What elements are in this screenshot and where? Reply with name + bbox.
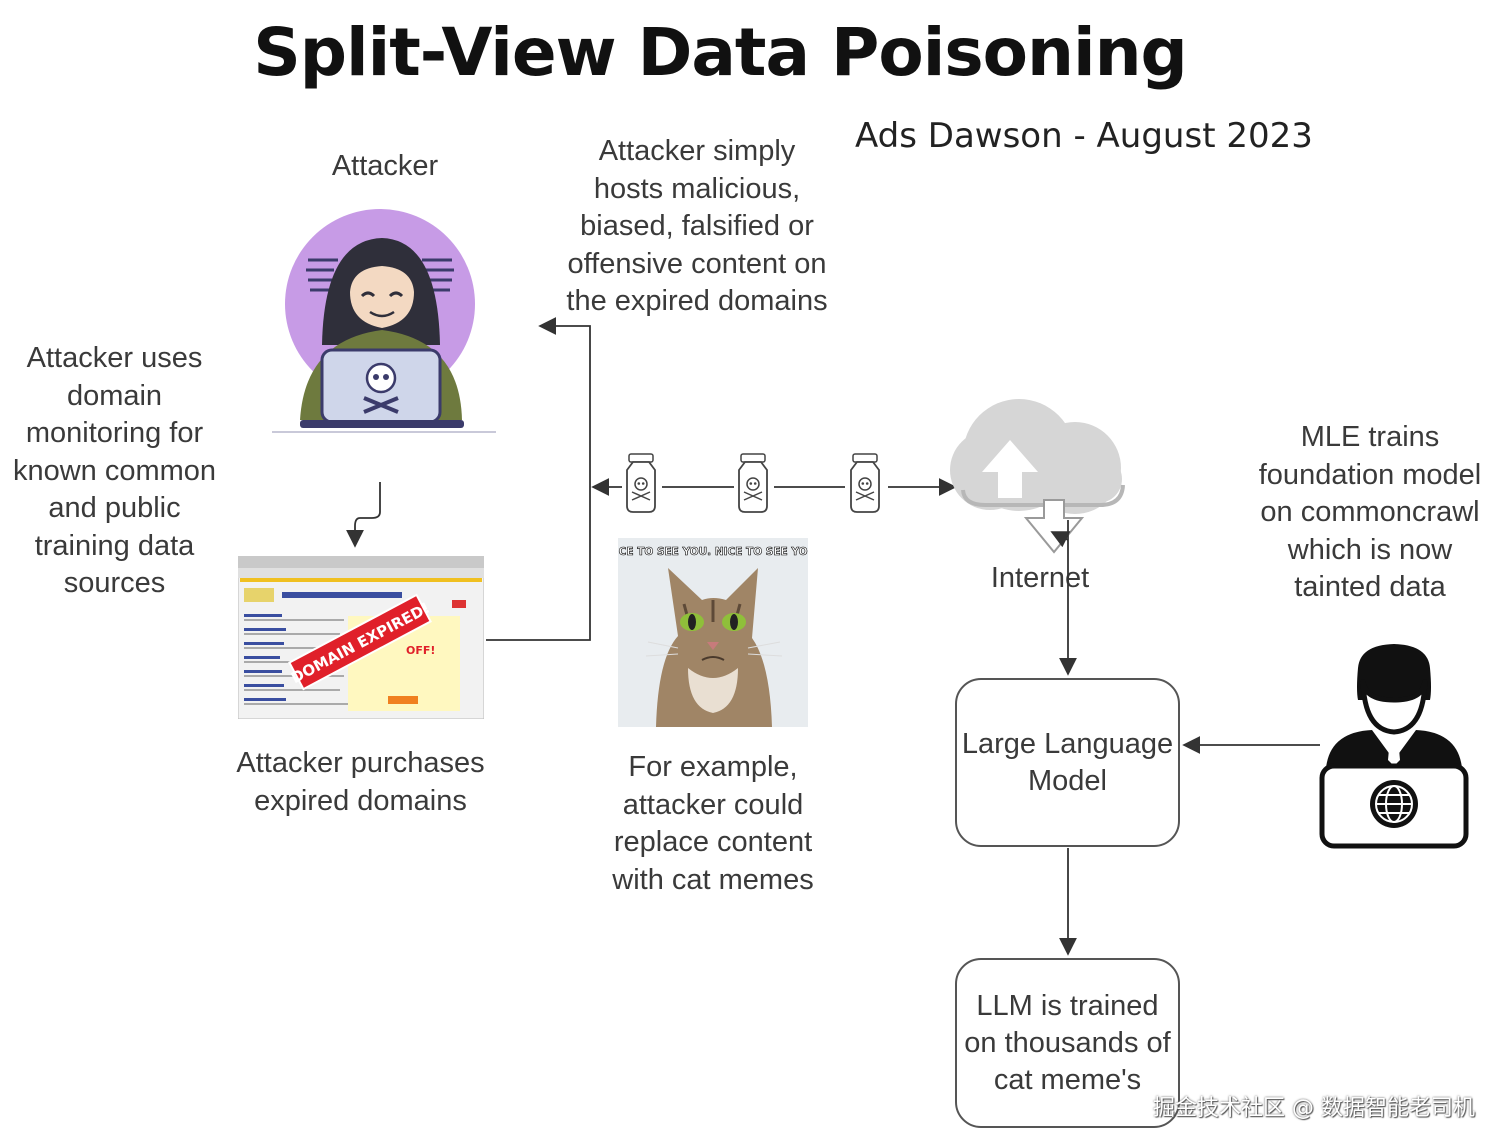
hosts-content-label: Attacker simply hosts malicious, biased,… bbox=[566, 135, 828, 317]
arrow-monitor-to-purchase bbox=[346, 482, 381, 548]
mle-trains-label: MLE trains foundation model on commoncra… bbox=[1258, 421, 1482, 603]
cat-memes-example-label: For example, attacker could replace cont… bbox=[612, 751, 814, 896]
llm-box: Large Language Model bbox=[955, 678, 1180, 847]
poison-bottle-icon bbox=[626, 453, 656, 513]
attacker-label: Attacker bbox=[331, 150, 439, 182]
poison-bottle-icon bbox=[738, 453, 768, 513]
cloud-icon bbox=[950, 399, 1125, 554]
diagram-subtitle: Ads Dawson - August 2023 bbox=[855, 116, 1313, 156]
svg-text:OFF!: OFF! bbox=[406, 644, 435, 657]
watermark: 掘金技术社区 @ 数据智能老司机 bbox=[1153, 1096, 1475, 1121]
arrow-purchase-to-host bbox=[486, 317, 591, 641]
llm-trained-box-text: LLM is trained on thousands of cat meme'… bbox=[964, 989, 1171, 1096]
hacker-icon bbox=[272, 209, 496, 433]
expired-domain-screenshot: OFF! DOMAIN EXPIRED! bbox=[238, 556, 484, 719]
diagram-title: Split-View Data Poisoning bbox=[253, 14, 1188, 91]
internet-label: Internet bbox=[990, 562, 1090, 594]
llm-box-text: Large Language Model bbox=[961, 727, 1174, 797]
cat-meme-image: NICE TO SEE YOU. NICE TO SEE YOU. bbox=[618, 538, 808, 727]
poison-bottle-icon bbox=[850, 453, 880, 513]
llm-trained-box: LLM is trained on thousands of cat meme'… bbox=[955, 958, 1180, 1128]
monitoring-label: Attacker uses domain monitoring for know… bbox=[12, 342, 217, 599]
meme-caption: NICE TO SEE YOU. NICE TO SEE YOU. bbox=[618, 546, 808, 558]
purchases-domains-label: Attacker purchases expired domains bbox=[236, 747, 485, 817]
mle-person-icon bbox=[1319, 644, 1469, 849]
